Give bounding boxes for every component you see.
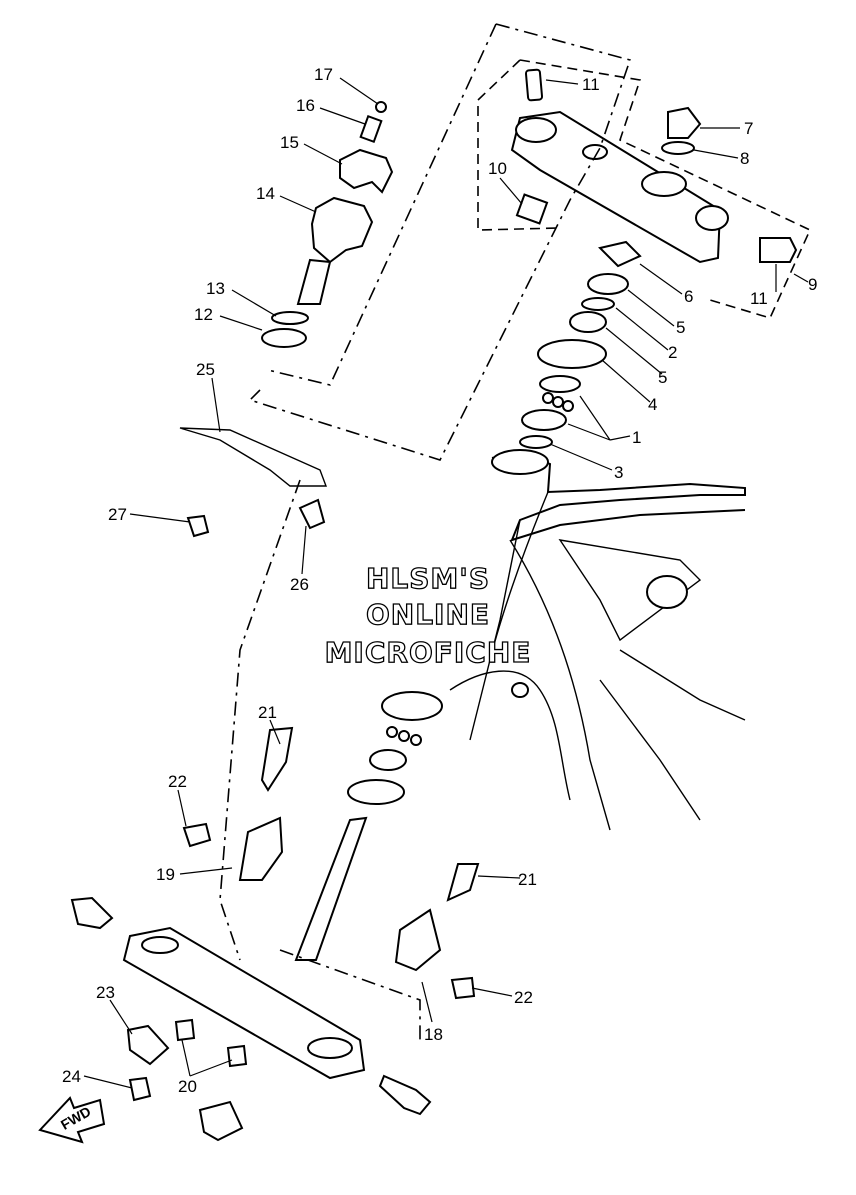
callout-14: 14 (256, 184, 275, 203)
callout-9: 9 (808, 275, 817, 294)
callout-20: 20 (178, 1077, 197, 1096)
callout-23: 23 (96, 983, 115, 1002)
bearing-stack (519, 240, 642, 449)
under-bracket (70, 726, 480, 1142)
callout-11-top: 11 (582, 75, 600, 94)
callout-10: 10 (488, 159, 507, 178)
watermark-line-3: MICROFICHE (325, 636, 532, 669)
callout-3: 3 (614, 463, 623, 482)
callout-1: 1 (632, 428, 641, 447)
watermark: HLSM'S ONLINE MICROFICHE (324, 561, 532, 669)
callout-6: 6 (684, 287, 693, 306)
leader-lines (83, 77, 809, 1089)
callout-2: 2 (668, 343, 677, 362)
cable-guide-assembly (179, 427, 328, 538)
lower-bearing-set (347, 691, 443, 805)
callout-16: 16 (296, 96, 315, 115)
callout-27: 27 (108, 505, 127, 524)
callout-22-left: 22 (168, 772, 187, 791)
callout-24: 24 (62, 1067, 81, 1086)
callout-22-right: 22 (514, 988, 533, 1007)
callout-25: 25 (196, 360, 215, 379)
callout-15: 15 (280, 133, 299, 152)
callout-18: 18 (424, 1025, 443, 1044)
callout-21-right: 21 (518, 870, 537, 889)
callout-5-lower: 5 (658, 368, 667, 387)
callout-numbers: 17 16 15 14 13 12 11 7 8 10 9 11 6 5 2 5… (62, 65, 817, 1096)
callout-7: 7 (744, 119, 753, 138)
callout-13: 13 (206, 279, 225, 298)
callout-17: 17 (314, 65, 333, 84)
callout-21-left: 21 (258, 703, 277, 722)
callout-11-right: 11 (750, 289, 768, 308)
callout-8: 8 (740, 149, 749, 168)
callout-12: 12 (194, 305, 213, 324)
watermark-line-1: HLSM'S (366, 562, 490, 595)
callout-4: 4 (648, 395, 657, 414)
assembly-outlines (219, 23, 812, 1040)
callout-19: 19 (156, 865, 175, 884)
handlebar-holder-assembly (261, 101, 394, 348)
callout-5-upper: 5 (676, 318, 685, 337)
fwd-arrow: FWD (38, 1096, 106, 1144)
crown-bracket (510, 68, 798, 264)
callout-26: 26 (290, 575, 309, 594)
watermark-line-2: ONLINE (366, 598, 490, 631)
frame (449, 449, 746, 831)
